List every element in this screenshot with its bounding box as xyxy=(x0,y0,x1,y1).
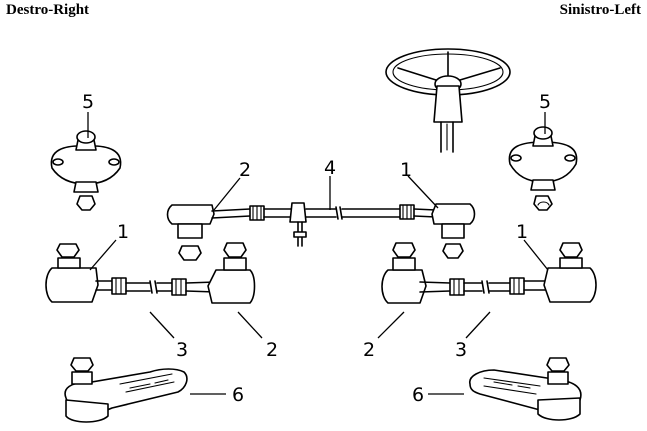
callout-2-lower-right: 2 xyxy=(363,339,375,361)
ball-joint-left xyxy=(50,130,122,211)
callout-2-lower-left: 2 xyxy=(266,339,278,361)
right-side-title: Destro-Right xyxy=(6,2,90,18)
lower-right-tie-rod xyxy=(381,242,597,304)
callout-5-left: 5 xyxy=(82,91,94,113)
lower-left-tie-rod xyxy=(45,242,256,304)
steering-wheel-illustration xyxy=(385,48,511,153)
callout-6-right: 6 xyxy=(412,384,424,406)
steering-arm-left xyxy=(64,357,188,423)
callout-2-upper: 2 xyxy=(239,159,251,181)
callout-1-upper: 1 xyxy=(400,159,412,181)
upper-tie-rod-assembly xyxy=(166,202,476,261)
callout-6-left: 6 xyxy=(232,384,244,406)
callout-3-right: 3 xyxy=(455,339,467,361)
steering-arm-right xyxy=(469,357,582,421)
callout-1-lower-left: 1 xyxy=(117,221,129,243)
callout-3-left: 3 xyxy=(176,339,188,361)
left-side-title: Sinistro-Left xyxy=(559,2,641,18)
callout-4-rod: 4 xyxy=(324,157,336,179)
callout-5-right: 5 xyxy=(539,91,551,113)
callout-1-lower-right: 1 xyxy=(516,221,528,243)
callout-leader-lines xyxy=(87,112,549,395)
ball-joint-right xyxy=(508,126,578,211)
